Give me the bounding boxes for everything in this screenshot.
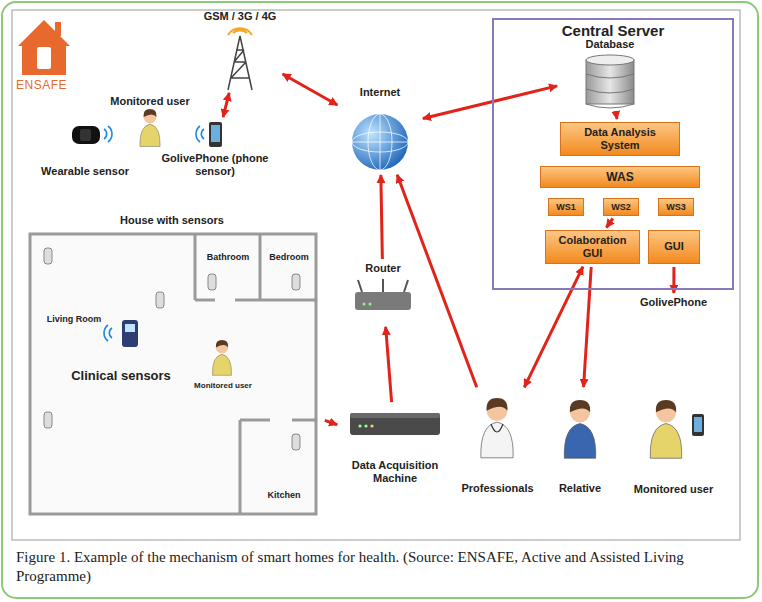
user-node: Monitored user <box>188 380 258 392</box>
person-node: Relative <box>545 390 615 495</box>
arrow-connector <box>423 86 557 119</box>
sensor-node: Wearable sensor <box>40 120 130 178</box>
house-plan <box>30 234 316 514</box>
arrow-connector <box>223 93 229 117</box>
stethoscope <box>491 424 503 432</box>
sensor-node: GolivePhone (phone sensor) <box>160 120 270 178</box>
node-label: GSM / 3G / 4G <box>204 10 277 23</box>
node-label: Kitchen <box>267 490 300 501</box>
database-icon <box>586 55 634 108</box>
node-label: Data Acquisition Machine <box>340 459 450 485</box>
node-label: GolivePhone (phone sensor) <box>160 152 270 178</box>
arrow-connector <box>584 267 592 387</box>
process-box: Colaboration GUI <box>545 230 640 264</box>
person-node: Professionals <box>455 390 540 495</box>
tower-node: GSM / 3G / 4G <box>200 10 280 90</box>
node-label: Monitored user <box>194 381 252 391</box>
node-label: Clinical sensors <box>71 368 171 384</box>
internet-node: Internet <box>340 86 420 172</box>
node-label: Bathroom <box>207 252 250 263</box>
logo <box>18 20 70 75</box>
node-label: Living Room <box>47 314 102 325</box>
service-box: WS3 <box>658 198 694 216</box>
arrow-connector <box>606 218 612 227</box>
node-label: WAS <box>606 170 633 184</box>
room-label: Bathroom <box>198 250 258 264</box>
node-label: Bedroom <box>269 252 309 263</box>
tower-icon <box>228 28 252 90</box>
person-node: GolivePhoneMonitored user <box>615 296 732 496</box>
phone-sensor <box>196 122 222 147</box>
node-label: Database <box>586 38 635 51</box>
process-box: Data Analysis System <box>560 122 680 156</box>
room-label: Bedroom <box>262 250 316 264</box>
arrow-connector <box>381 175 383 259</box>
golive-phone <box>692 414 704 436</box>
arrow-connector <box>325 420 337 424</box>
figure-caption: Figure 1. Example of the mechanism of sm… <box>16 548 740 586</box>
node-label: Data Analysis System <box>564 126 676 152</box>
acquisition-node: Data Acquisition Machine <box>340 405 450 485</box>
logo-text: ENSAFE <box>16 78 67 92</box>
server-box: Central ServerDatabaseData Analysis Syst… <box>492 18 734 290</box>
node-label: WS1 <box>556 202 576 213</box>
service-box: WS1 <box>548 198 584 216</box>
arrow-connector <box>397 175 477 387</box>
node-label: Colaboration GUI <box>549 234 636 260</box>
room-label: Kitchen <box>256 488 312 502</box>
house-sensors <box>44 248 300 450</box>
arrow-connector <box>386 327 392 402</box>
node-label: House with sensors <box>120 214 224 227</box>
node-label: Router <box>365 262 400 275</box>
wearable-sensor <box>72 126 112 144</box>
arrow-connector <box>524 267 583 388</box>
house-region: House with sensorsLiving Room Bathroom Bed… <box>22 214 322 520</box>
node-label: Monitored user <box>634 483 713 496</box>
service-box: WS2 <box>603 198 639 216</box>
room-label: Living Room <box>36 312 112 326</box>
node-label: Central Server <box>562 22 665 40</box>
arrow-connector <box>283 74 338 105</box>
acquisition-device <box>350 413 440 435</box>
node-label: Relative <box>559 482 601 495</box>
sensor-group: Clinical sensors <box>66 358 176 394</box>
router-node: Router <box>348 262 418 324</box>
internet-globe <box>352 114 408 170</box>
node-label: Internet <box>360 86 400 99</box>
node-label: Monitored user <box>110 95 189 108</box>
node-label: WS2 <box>611 202 631 213</box>
database-node: Database <box>560 38 660 108</box>
router-icon <box>355 279 411 310</box>
node-label: Professionals <box>461 482 533 495</box>
process-box: GUI <box>648 230 700 264</box>
clinical-sensor <box>104 320 138 347</box>
user-node: Monitored user <box>100 94 200 110</box>
node-label: WS3 <box>666 202 686 213</box>
process-box: WAS <box>540 166 700 188</box>
node-label: Wearable sensor <box>41 165 129 178</box>
node-label: GolivePhone <box>640 296 707 309</box>
arrow-connector <box>616 111 617 119</box>
node-label: GUI <box>664 240 684 253</box>
